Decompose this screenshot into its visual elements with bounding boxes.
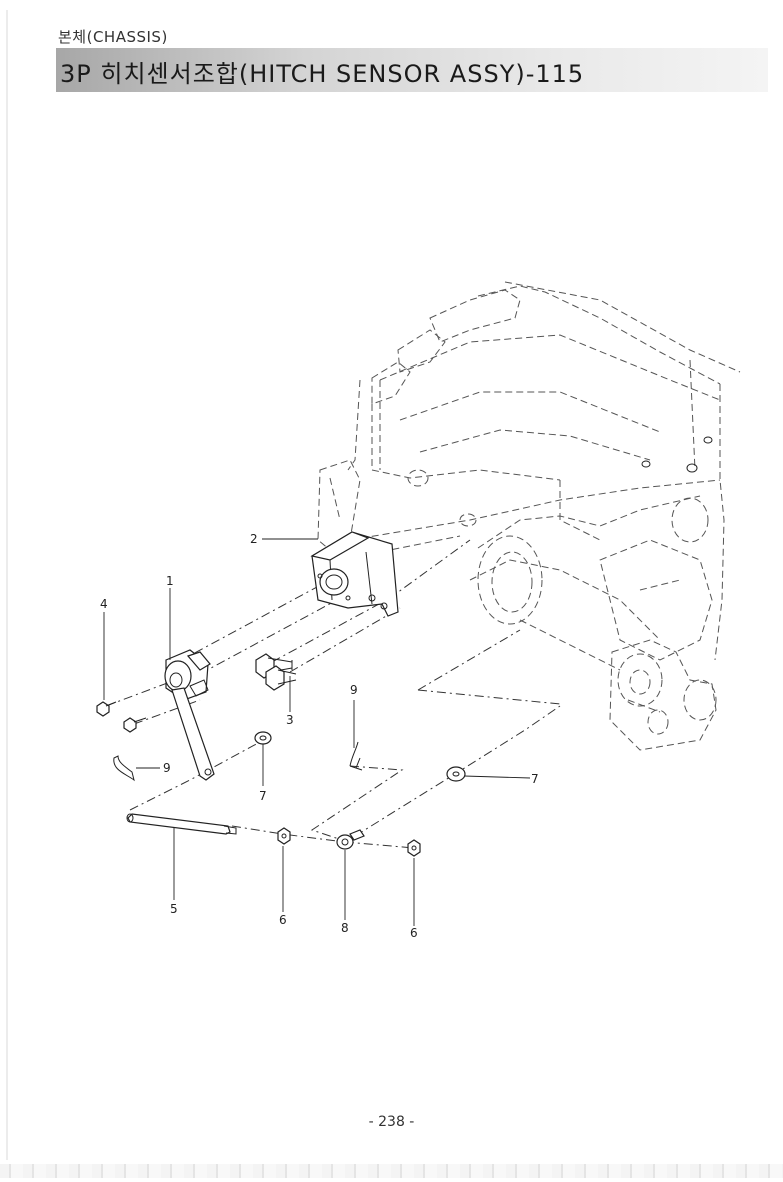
callout-labels: 1 2 3 4 5 6 6 7 7 8 9 9 xyxy=(100,532,539,940)
part-2-sensor-bracket xyxy=(310,531,399,617)
part-4-screws xyxy=(96,701,147,733)
callout-9b: 9 xyxy=(163,761,171,775)
callout-3: 3 xyxy=(286,713,294,727)
scan-artifact-strip xyxy=(0,1164,783,1178)
page-title: 3P 히치센서조합(HITCH SENSOR ASSY)-115 xyxy=(60,60,585,88)
callout-7b: 7 xyxy=(531,772,539,786)
callout-2: 2 xyxy=(250,532,258,546)
page-number: - 238 - xyxy=(368,1114,415,1130)
part-9-snap-pins xyxy=(113,741,363,782)
assembly-lines xyxy=(105,539,561,849)
part-7-washers xyxy=(254,731,466,782)
callout-4: 4 xyxy=(100,597,108,611)
callout-5: 5 xyxy=(170,902,178,916)
part-3-bolts xyxy=(255,653,297,691)
callout-6a: 6 xyxy=(279,913,287,927)
part-5-rod xyxy=(126,813,237,835)
chassis-outline xyxy=(317,281,741,751)
title-bar: 3P 히치센서조합(HITCH SENSOR ASSY)-115 xyxy=(56,48,768,92)
callout-8: 8 xyxy=(341,921,349,935)
part-6-nuts xyxy=(277,827,421,857)
callout-1: 1 xyxy=(166,574,174,588)
leader-lines xyxy=(103,538,531,926)
callout-6b: 6 xyxy=(410,926,418,940)
part-8-ball-joint xyxy=(336,829,365,850)
callout-7a: 7 xyxy=(259,789,267,803)
section-label: 본체(CHASSIS) xyxy=(58,28,168,46)
page-edge xyxy=(6,10,8,1160)
part-1-hitch-sensor xyxy=(164,649,215,781)
callout-9a: 9 xyxy=(350,683,358,697)
